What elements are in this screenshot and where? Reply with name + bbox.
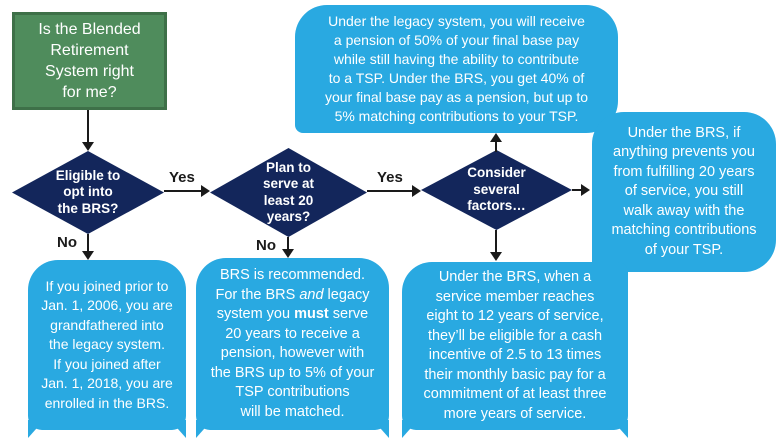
decision-eligible-opt-in: Eligible to opt into the BRS? <box>12 151 164 234</box>
callout-brs-recommended: BRS is recommended. For the BRS and lega… <box>196 258 389 438</box>
callout-grandfathered-text: If you joined prior to Jan. 1, 2006, you… <box>41 277 173 411</box>
callout-cash-incentive: Under the BRS, when a service member rea… <box>402 262 628 438</box>
connector-consider-down <box>495 230 497 253</box>
connector-serve-no <box>287 237 289 250</box>
edge-label-no-1: No <box>57 234 77 251</box>
arrowhead-right-icon <box>581 184 590 196</box>
edge-label-yes-2: Yes <box>377 169 403 186</box>
connector-consider-right <box>572 189 582 191</box>
callout-legacy-vs-brs: Under the legacy system, you will receiv… <box>295 5 618 133</box>
callout-matching-contributions-text: Under the BRS, if anything prevents you … <box>611 124 757 258</box>
callout-grandfathered: If you joined prior to Jan. 1, 2006, you… <box>28 260 186 438</box>
connector-eligible-to-serve <box>164 190 202 192</box>
arrowhead-up-icon <box>490 133 502 142</box>
decision-serve-20-years: Plan to serve at least 20 years? <box>210 148 367 237</box>
callout-legacy-vs-brs-text: Under the legacy system, you will receiv… <box>324 13 589 124</box>
connector-start-to-eligible <box>87 110 89 143</box>
arrowhead-right-icon <box>201 185 210 197</box>
connector-eligible-no <box>87 234 89 252</box>
callout-cash-incentive-text: Under the BRS, when a service member rea… <box>423 269 607 422</box>
arrowhead-down-icon <box>282 249 294 258</box>
decision-consider-label: Consider several factors… <box>467 165 526 214</box>
arrowhead-down-icon <box>82 142 94 151</box>
decision-eligible-label: Eligible to opt into the BRS? <box>55 167 121 216</box>
decision-serve-20-label: Plan to serve at least 20 years? <box>262 159 315 225</box>
callout-brs-recommended-text: BRS is recommended. For the BRS and lega… <box>210 267 375 420</box>
arrowhead-down-icon <box>490 252 502 261</box>
callout-matching-contributions: Under the BRS, if anything prevents you … <box>592 112 776 272</box>
start-node-label: Is the Blended Retirement System right f… <box>38 21 141 101</box>
edge-label-yes-1: Yes <box>169 169 195 186</box>
connector-consider-up <box>495 141 497 152</box>
arrowhead-right-icon <box>412 185 421 197</box>
edge-label-no-2: No <box>256 237 276 254</box>
arrowhead-down-icon <box>82 251 94 260</box>
decision-consider-factors: Consider several factors… <box>421 150 572 230</box>
start-node: Is the Blended Retirement System right f… <box>12 12 167 110</box>
connector-serve-to-consider <box>367 190 413 192</box>
